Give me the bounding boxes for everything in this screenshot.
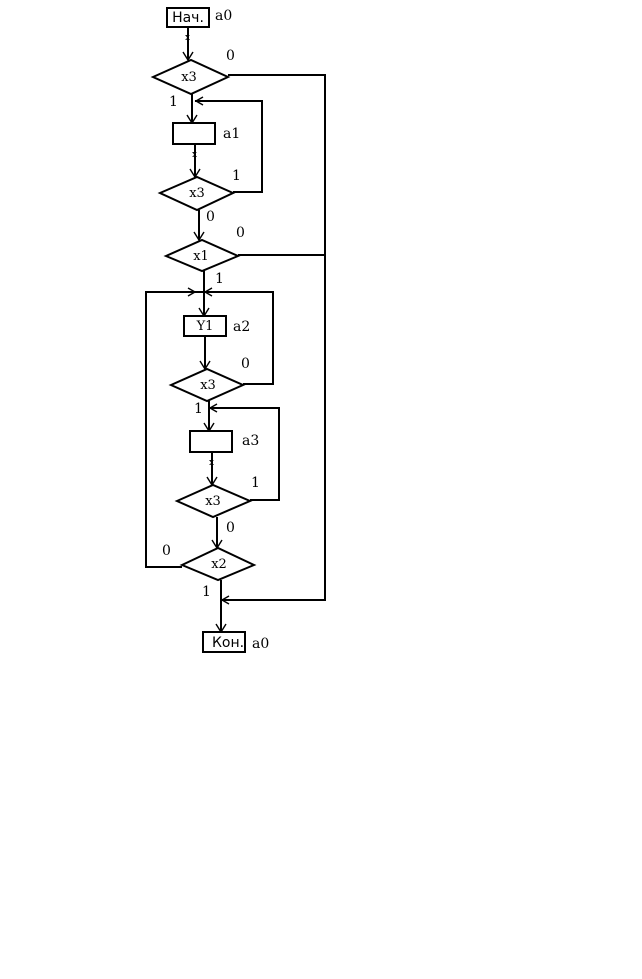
op2-box bbox=[183, 315, 227, 337]
end-state: a0 bbox=[252, 636, 269, 652]
d3-no-label: 0 bbox=[236, 225, 245, 241]
arrow-d6-loop bbox=[187, 287, 197, 297]
connectors bbox=[145, 27, 326, 632]
node-end: Кон. a0 bbox=[202, 631, 269, 653]
edge-d1-no-bus bbox=[221, 74, 326, 601]
op2-label: Y1 bbox=[196, 319, 214, 334]
d1-no-label: 0 bbox=[226, 48, 235, 64]
edge-marks: x x x bbox=[185, 33, 214, 468]
node-start: Нач. a0 bbox=[166, 7, 232, 28]
edge-mark: x bbox=[209, 458, 214, 468]
d6-no-label: 0 bbox=[162, 543, 171, 559]
start-state: a0 bbox=[215, 8, 232, 24]
edge-d5-loop bbox=[209, 407, 280, 501]
d5-yes-label: 1 bbox=[251, 475, 260, 491]
end-terminal bbox=[202, 631, 246, 653]
op3-state: a3 bbox=[242, 433, 259, 449]
node-d2: x3 1 0 bbox=[157, 168, 241, 225]
op1-state: a1 bbox=[223, 126, 240, 142]
d4-label: x3 bbox=[200, 378, 216, 393]
d6-diamond bbox=[179, 546, 257, 582]
d3-diamond bbox=[163, 238, 241, 273]
d3-yes-label: 1 bbox=[215, 271, 224, 287]
arrow-merge bbox=[220, 595, 230, 605]
d4-yes-label: 1 bbox=[194, 401, 203, 417]
d2-yes-label: 1 bbox=[232, 168, 241, 184]
node-op3: a3 bbox=[189, 430, 259, 453]
d3-label: x1 bbox=[193, 249, 209, 264]
d1-yes-label: 1 bbox=[169, 94, 178, 110]
arrow-d3 bbox=[193, 231, 205, 242]
op2-state: a2 bbox=[233, 319, 250, 335]
d1-label: x3 bbox=[181, 70, 197, 85]
arrow-d2-loop bbox=[194, 96, 204, 106]
node-op1: a1 bbox=[172, 122, 240, 145]
d5-label: x3 bbox=[205, 494, 221, 509]
node-d3: x1 0 1 bbox=[163, 225, 245, 287]
node-d4: x3 0 1 bbox=[168, 356, 250, 417]
edge-mark: x bbox=[185, 33, 190, 43]
edge-d2-loop bbox=[195, 100, 263, 193]
end-label: Кон. bbox=[212, 635, 244, 651]
node-d6: x2 0 1 bbox=[162, 543, 257, 600]
d4-no-label: 0 bbox=[241, 356, 250, 372]
arrow-d1 bbox=[182, 51, 194, 62]
start-terminal bbox=[166, 7, 210, 28]
d6-label: x2 bbox=[211, 557, 227, 572]
op3-box bbox=[189, 430, 233, 453]
d2-label: x3 bbox=[189, 186, 205, 201]
edge-mark: x bbox=[192, 150, 197, 160]
node-op2: Y1 a2 bbox=[183, 315, 250, 337]
d6-yes-label: 1 bbox=[202, 584, 211, 600]
node-d5: x3 1 0 bbox=[174, 475, 260, 536]
d5-no-label: 0 bbox=[226, 520, 235, 536]
d5-diamond bbox=[174, 483, 253, 519]
d4-diamond bbox=[168, 367, 246, 403]
d1-diamond bbox=[150, 58, 231, 96]
edge-d4-loop bbox=[204, 291, 274, 385]
node-d1: x3 0 1 bbox=[150, 48, 235, 110]
arrow-d4-loop bbox=[203, 287, 213, 297]
op1-box bbox=[172, 122, 216, 145]
d2-diamond bbox=[157, 175, 236, 212]
edge-d6-loop bbox=[145, 291, 204, 568]
d2-no-label: 0 bbox=[206, 209, 215, 225]
start-label: Нач. bbox=[172, 10, 204, 26]
arrow-d5-loop bbox=[208, 403, 218, 413]
